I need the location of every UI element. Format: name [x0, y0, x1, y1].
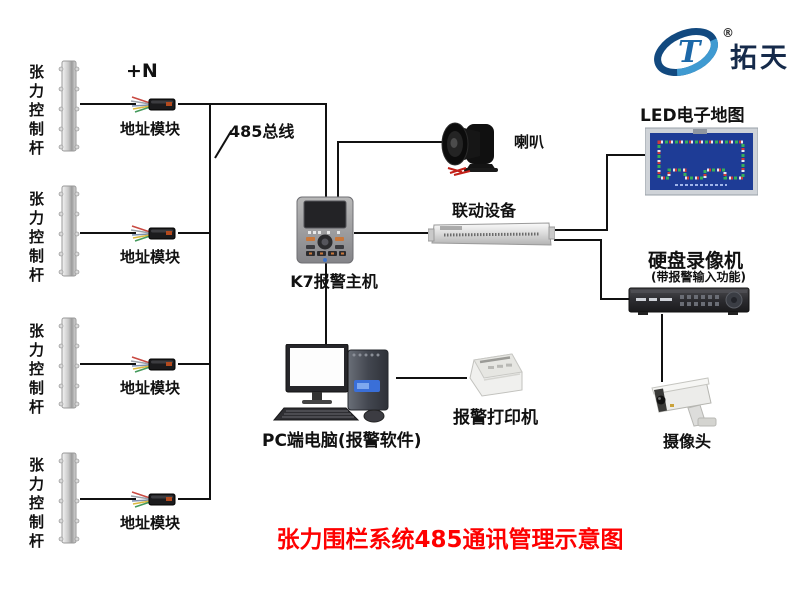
connector-line: [554, 229, 607, 231]
address-module-label: 地址模块: [120, 248, 181, 266]
address-module: [130, 223, 178, 248]
connector-line: [396, 377, 467, 379]
linkage-device-label: 联动设备: [452, 201, 517, 220]
tension-pole: [57, 451, 81, 549]
connector-line: [354, 232, 429, 234]
svg-text:T: T: [678, 35, 703, 70]
connector-line: [325, 103, 327, 197]
led-map-board: [644, 126, 759, 201]
k7-host-label: K7报警主机: [290, 272, 378, 291]
printer-label: 报警打印机: [453, 408, 538, 428]
connector-line: [600, 298, 630, 300]
tension-pole: [57, 59, 81, 157]
bus-485-line: [209, 103, 211, 500]
tension-pole: [57, 184, 81, 282]
pc-computer: [262, 343, 404, 428]
connector-line: [600, 239, 602, 300]
connector-line: [80, 103, 136, 105]
speaker-label: 喇叭: [514, 133, 545, 151]
bus-485-label: 485总线: [229, 122, 295, 141]
brand-logo: T: [648, 20, 732, 82]
dvr-note: (带报警输入功能): [651, 270, 746, 284]
linkage-device: [427, 221, 556, 253]
address-module: [130, 94, 178, 119]
connector-line: [606, 154, 608, 231]
tension-pole: [57, 316, 81, 414]
dvr-label: 硬盘录像机: [648, 250, 744, 272]
cctv-camera: [646, 376, 736, 432]
connector-line: [178, 232, 211, 234]
connector-line: [80, 363, 136, 365]
connector-line: [606, 154, 647, 156]
pole-label: 张力控制杆: [28, 322, 44, 416]
registered-mark: ®: [722, 26, 734, 40]
connector-line: [554, 239, 601, 241]
address-module-label: 地址模块: [120, 379, 181, 397]
led-map-label: LED电子地图: [640, 106, 745, 126]
connector-line: [661, 314, 663, 382]
pole-label: 张力控制杆: [28, 190, 44, 284]
connector-line: [178, 363, 211, 365]
brand-name: 拓天: [730, 43, 790, 74]
connector-line: [80, 498, 136, 500]
dvr-device: [628, 285, 750, 321]
plus-n-label: +N: [126, 60, 158, 82]
speaker-horn: [440, 116, 506, 182]
pc-label: PC端电脑(报警软件): [262, 431, 422, 451]
connector-line: [178, 103, 327, 105]
connector-line: [337, 141, 453, 143]
k7-alarm-host: [296, 196, 354, 268]
camera-label: 摄像头: [663, 432, 712, 451]
alarm-printer: [464, 350, 528, 404]
pole-label: 张力控制杆: [28, 63, 44, 157]
connector-line: [325, 262, 327, 346]
diagram-title: 张力围栏系统485通讯管理示意图: [276, 527, 624, 553]
connector-line: [178, 498, 211, 500]
connector-line: [337, 141, 339, 197]
connector-line: [80, 232, 136, 234]
address-module-label: 地址模块: [120, 120, 181, 138]
pole-label: 张力控制杆: [28, 456, 44, 550]
address-module: [130, 354, 178, 379]
address-module: [130, 489, 178, 514]
address-module-label: 地址模块: [120, 514, 181, 532]
